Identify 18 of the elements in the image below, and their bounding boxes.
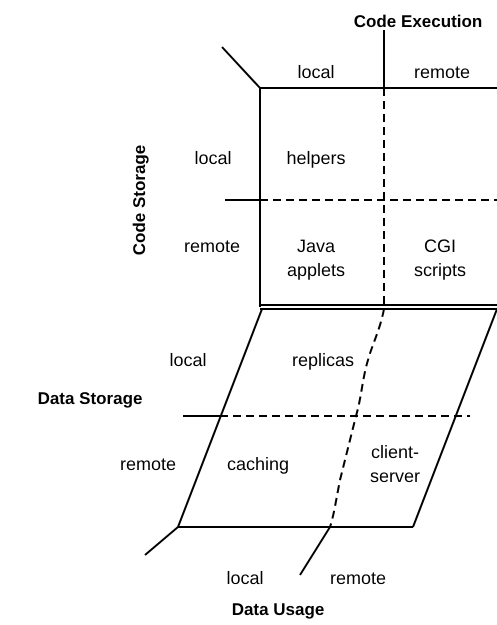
cell-text: Java applets: [286, 235, 346, 282]
axis-label: local: [169, 349, 207, 372]
axis-label: local: [194, 147, 232, 170]
axis-label: remote: [330, 567, 386, 590]
axis-title: Code Execution: [354, 11, 482, 33]
axis-label: remote: [184, 235, 240, 258]
axis-title: Data Usage: [232, 599, 324, 621]
cell-text: helpers: [286, 147, 346, 170]
cell-text: replicas: [292, 349, 354, 372]
axis-title: Data Storage: [38, 388, 142, 410]
axis-label: remote: [120, 453, 176, 476]
axis-label: remote: [414, 61, 470, 84]
axis-title: Code Storage: [129, 144, 150, 256]
axis-label: local: [297, 61, 335, 84]
cell-text: caching: [226, 453, 290, 476]
axis-label: local: [226, 567, 264, 590]
cell-text: client-server: [368, 441, 421, 488]
cell-text: CGI scripts: [412, 235, 467, 282]
